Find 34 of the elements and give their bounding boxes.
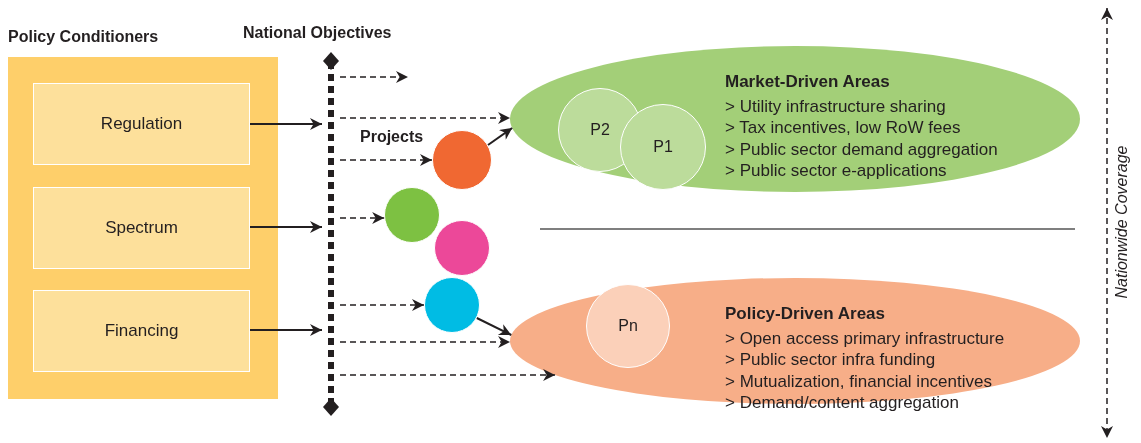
- area-heading: Policy-Driven Areas: [725, 304, 885, 324]
- project-circle: [424, 277, 480, 333]
- arrow: [339, 369, 556, 381]
- arrow: [339, 212, 385, 224]
- heading-label: Projects: [360, 128, 424, 146]
- process-box: Regulation: [33, 83, 250, 165]
- arrow: [339, 112, 511, 124]
- bullet-item: > Mutualization, financial incentives: [725, 371, 992, 392]
- bullet-item: > Public sector e-applications: [725, 161, 947, 181]
- arrow: [475, 317, 513, 336]
- arrow: [249, 324, 323, 336]
- bullet-item: > Utility infrastructure sharing: [725, 96, 946, 117]
- arrow: [339, 154, 433, 166]
- arrow: [339, 71, 409, 83]
- arrow: [249, 221, 323, 233]
- panel-heading: Policy Conditioners: [8, 28, 159, 46]
- bullet-item: > Open access primary infrastructure: [725, 328, 1005, 349]
- arrow: [249, 118, 323, 130]
- bullet-item: > Public sector infra funding: [725, 350, 936, 370]
- bullet-item: > Tax incentives, low RoW fees: [725, 118, 961, 138]
- project-circle: P1: [620, 104, 706, 190]
- arrow: [339, 299, 425, 311]
- arrow: [487, 127, 514, 146]
- project-circle: [384, 187, 440, 243]
- project-circle: [434, 220, 490, 276]
- heading-label: National Objectives: [243, 24, 392, 42]
- bullet-item: > Public sector demand aggregation: [725, 139, 998, 160]
- area-heading: Market-Driven Areas: [725, 72, 890, 92]
- bullet-item: > Demand/content aggregation: [725, 393, 959, 413]
- process-box: Financing: [33, 290, 250, 372]
- process-box: Spectrum: [33, 187, 250, 269]
- arrow: [339, 336, 511, 348]
- project-circle: Pn: [586, 284, 670, 368]
- axis-label: Nationwide Coverage: [1113, 145, 1131, 299]
